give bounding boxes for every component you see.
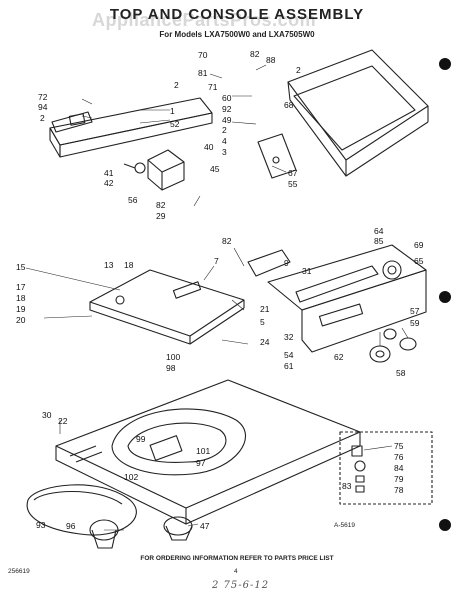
callout-label: 40 [204,142,214,152]
doc-code: 256619 [8,568,30,575]
part-callouts: 70 82 88 81 2 71 60 92 2 68 49 2 4 3 67 … [16,49,424,531]
callout-label: 1 [170,106,175,116]
callout-label: 100 [166,352,180,362]
callout-label: 31 [302,266,312,276]
watermark: AppliancePartsPros.com [92,10,317,30]
callout-label: 22 [58,416,68,426]
callout-label: 19 [16,304,26,314]
callout-label: 13 [104,260,114,270]
console-top-cover [287,49,429,177]
page-number: 4 [234,568,238,575]
callout-label: 61 [284,361,294,371]
main-top-cover [89,269,245,345]
callout-label: 101 [196,446,210,456]
callout-label: 21 [260,304,270,314]
callout-label: 45 [210,164,220,174]
callout-label: 18 [16,293,26,303]
callout-label: 93 [36,520,46,530]
callout-label: 41 [104,168,114,178]
callout-label: 15 [16,262,26,272]
console-rear-panel [49,97,213,158]
callout-label: 81 [198,68,208,78]
callout-label: 82 [222,236,232,246]
callout-label: 24 [260,337,270,347]
callout-label: 7 [214,256,219,266]
callout-label: 97 [196,458,206,468]
handwritten-note: 2 75-6-12 [212,580,270,591]
console-front-panel [267,244,427,353]
callout-label: 57 [410,306,420,316]
punch-hole-icon [439,291,451,303]
figure-code: A-5619 [334,522,355,529]
callout-label: 56 [128,195,138,205]
callout-label: 29 [156,211,166,221]
callout-label: 79 [394,474,404,484]
callout-label: 2 [296,65,301,75]
diagram-subtitle: For Models LXA7500W0 and LXA7505W0 [159,30,315,39]
callout-label: 75 [394,441,404,451]
callout-label: 94 [38,102,48,112]
callout-label: 49 [222,115,232,125]
diagram-title: TOP AND CONSOLE ASSEMBLY [109,6,365,23]
callout-label: 2 [174,80,179,90]
callout-label: 71 [208,82,218,92]
callout-label: 69 [414,240,424,250]
callout-label: 2 [40,113,45,123]
callout-label: 55 [288,179,298,189]
callout-label: 2 [222,125,227,135]
callout-label: 102 [124,472,138,482]
callout-label: 88 [266,55,276,65]
timer-block [123,149,185,191]
callout-label: 62 [334,352,344,362]
callout-label: 98 [166,363,176,373]
callout-label: 85 [374,236,384,246]
punch-hole-icon [439,519,451,531]
callout-label: 3 [222,147,227,157]
callout-label: 17 [16,282,26,292]
ordering-note: FOR ORDERING INFORMATION REFER TO PARTS … [140,555,334,562]
callout-label: 4 [222,136,227,146]
callout-label: 42 [104,178,114,188]
callout-label: 30 [42,410,52,420]
callout-label: 68 [284,100,294,110]
callout-label: 76 [394,452,404,462]
callout-label: 20 [16,315,26,325]
callout-label: 58 [396,368,406,378]
callout-label: 9 [284,258,289,268]
callout-label: 52 [170,119,180,129]
punch-hole-icon [439,58,451,70]
callout-label: 72 [38,92,48,102]
callout-label: 82 [250,49,260,59]
callout-label: 70 [198,50,208,60]
callout-label: 67 [288,168,298,178]
callout-label: 59 [410,318,420,328]
callout-label: 83 [342,481,352,491]
callout-label: 99 [136,434,146,444]
callout-label: 92 [222,104,232,114]
callout-label: 78 [394,485,404,495]
control-knobs [369,328,417,363]
callout-label: 18 [124,260,134,270]
callout-label: 96 [66,521,76,531]
callout-label: 5 [260,317,265,327]
callout-label: 82 [156,200,166,210]
callout-label: 32 [284,332,294,342]
callout-label: 54 [284,350,294,360]
callout-label: 64 [374,226,384,236]
callout-label: 84 [394,463,404,473]
callout-label: 65 [414,256,424,266]
callout-label: 60 [222,93,232,103]
callout-label: 47 [200,521,210,531]
